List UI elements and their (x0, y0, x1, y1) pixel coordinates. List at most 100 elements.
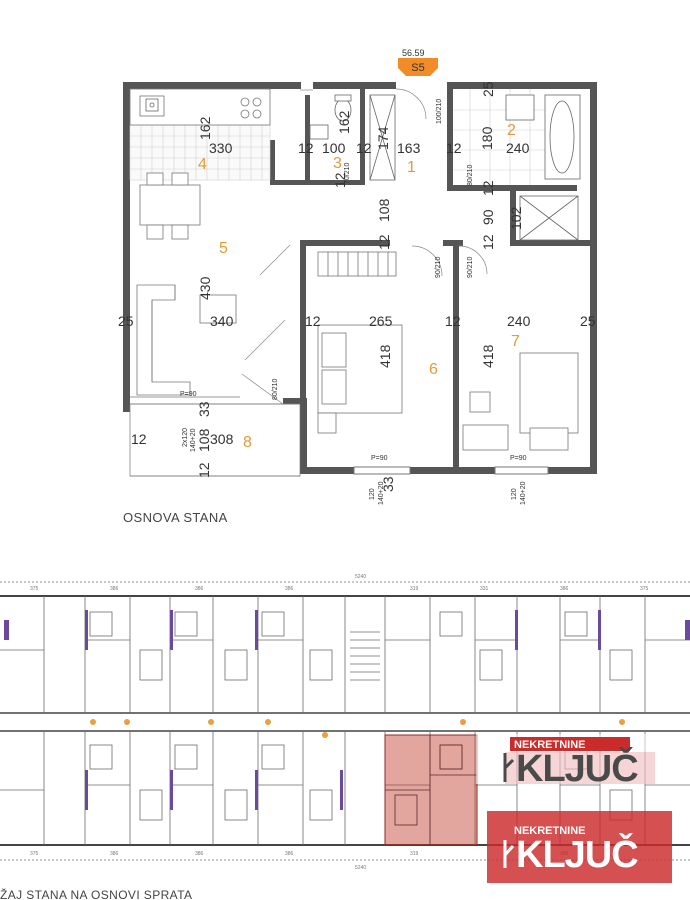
dim-label: 418 (480, 344, 496, 368)
window-label: P=90 (180, 391, 197, 398)
svg-text:5240: 5240 (355, 865, 366, 871)
room-number-8: 8 (243, 434, 252, 451)
svg-text:331: 331 (480, 586, 489, 592)
area-value: 56.59 (402, 48, 425, 58)
dim-label: 108 (196, 428, 212, 452)
door-swings (241, 88, 488, 405)
dim-label: 340 (210, 313, 234, 329)
toilet (309, 94, 352, 140)
dim-label: 308 (210, 431, 234, 447)
sofa (136, 284, 237, 396)
svg-text:386: 386 (195, 586, 204, 592)
svg-text:386: 386 (285, 851, 294, 857)
svg-text:5240: 5240 (355, 574, 366, 580)
door-label: 90/210 (467, 256, 474, 278)
dim-label: 12 (305, 313, 321, 329)
watermark-text: NEKRETNINE (514, 739, 586, 751)
dim-label: 418 (377, 344, 393, 368)
plan-walls (123, 82, 597, 474)
room-number-5: 5 (219, 240, 228, 257)
svg-text:319: 319 (410, 851, 419, 857)
svg-text:386: 386 (560, 586, 569, 592)
watermark-text: KLJUČ (516, 831, 638, 876)
window-label: P=90 (510, 455, 527, 462)
dim-label: 12 (131, 431, 147, 447)
sink-icon (145, 98, 159, 112)
room-number-3: 3 (333, 155, 342, 172)
dim-label: 12 (480, 234, 496, 250)
area-badge: 56.59 S5 (398, 48, 438, 76)
window-label: 2x120 (182, 428, 189, 447)
dim-label: 430 (197, 276, 213, 300)
floor-orange-marks (90, 719, 625, 738)
dining-table (139, 172, 201, 240)
svg-text:386: 386 (110, 586, 119, 592)
bed-room-6 (317, 324, 403, 434)
dim-label: 12 (480, 180, 496, 196)
dim-label: 108 (376, 198, 392, 222)
bed-room-7 (462, 352, 579, 451)
svg-text:319: 319 (410, 586, 419, 592)
door-label: 80/210 (272, 378, 279, 400)
bathtub (505, 94, 581, 180)
svg-text:386: 386 (195, 851, 204, 857)
dim-label: 240 (506, 140, 530, 156)
room-number-7: 7 (511, 333, 520, 350)
dim-label: 12 (298, 140, 314, 156)
wardrobe (317, 251, 397, 277)
svg-text:386: 386 (285, 586, 294, 592)
dim-label: 240 (507, 313, 531, 329)
svg-text:386: 386 (110, 851, 119, 857)
floor-purple-marks (4, 610, 690, 810)
watermark-text: KLJUČ (516, 745, 638, 790)
door-label: 100/210 (436, 99, 443, 124)
dim-label: 12 (196, 462, 212, 478)
svg-text:375: 375 (30, 851, 39, 857)
door-label: 90/210 (435, 256, 442, 278)
dim-label: 102 (508, 206, 524, 230)
dim-label: 33 (196, 401, 212, 417)
dim-label: 100 (322, 140, 346, 156)
window-label: 120 (511, 488, 518, 500)
svg-text:375: 375 (640, 586, 649, 592)
dim-label: 330 (209, 140, 233, 156)
dim-label: 174 (375, 126, 391, 150)
balcony (129, 396, 301, 477)
dim-label: 162 (336, 110, 352, 134)
dim-label: 12 (376, 234, 392, 250)
dim-label: 265 (369, 313, 393, 329)
kitchen-tiles (129, 124, 271, 181)
window-label: 120 (369, 488, 376, 500)
room-number-2: 2 (507, 122, 516, 139)
window-label: 140+20 (190, 428, 197, 452)
watermark-logo-bottom: NEKRETNINE KLJUČ (487, 811, 672, 883)
door-label: 70/210 (344, 162, 351, 184)
floor-overview (0, 581, 690, 861)
dim-label: 162 (197, 116, 213, 140)
highlight-walls (385, 735, 477, 845)
windows (353, 466, 549, 475)
watermark-logo-top: NEKRETNINE KLJUČ (476, 734, 690, 790)
dim-label: 90 (480, 209, 496, 225)
window-label: 140+20 (520, 481, 527, 505)
dim-label: 33 (380, 476, 396, 492)
dimension-labels: 162 330 12 100 162 12 174 163 12 180 240… (118, 81, 596, 492)
apartment-code: S5 (411, 62, 424, 74)
window-label: P=90 (371, 455, 388, 462)
window-label: 140+20 (378, 481, 385, 505)
dim-label: 12 (445, 313, 461, 329)
room-numbers: 1 2 3 4 5 6 7 8 (198, 122, 520, 451)
shower (369, 94, 579, 241)
window-labels: P=90 P=90 P=90 120 140+20 120 140+20 2x1… (180, 391, 527, 505)
door-label: 80/210 (467, 164, 474, 186)
dim-label: 12 (356, 140, 372, 156)
dim-label: 25 (580, 313, 596, 329)
dim-label: 163 (397, 140, 421, 156)
floor-title: ŽAJ STANA NA OSNOVI SPRATA (0, 887, 192, 900)
dim-label: 12 (332, 172, 348, 188)
dim-label: 180 (479, 126, 495, 150)
dim-label: 25 (480, 81, 496, 97)
door-labels: 100/210 70/210 80/210 90/210 90/210 80/2… (272, 99, 474, 400)
svg-text:375: 375 (30, 586, 39, 592)
